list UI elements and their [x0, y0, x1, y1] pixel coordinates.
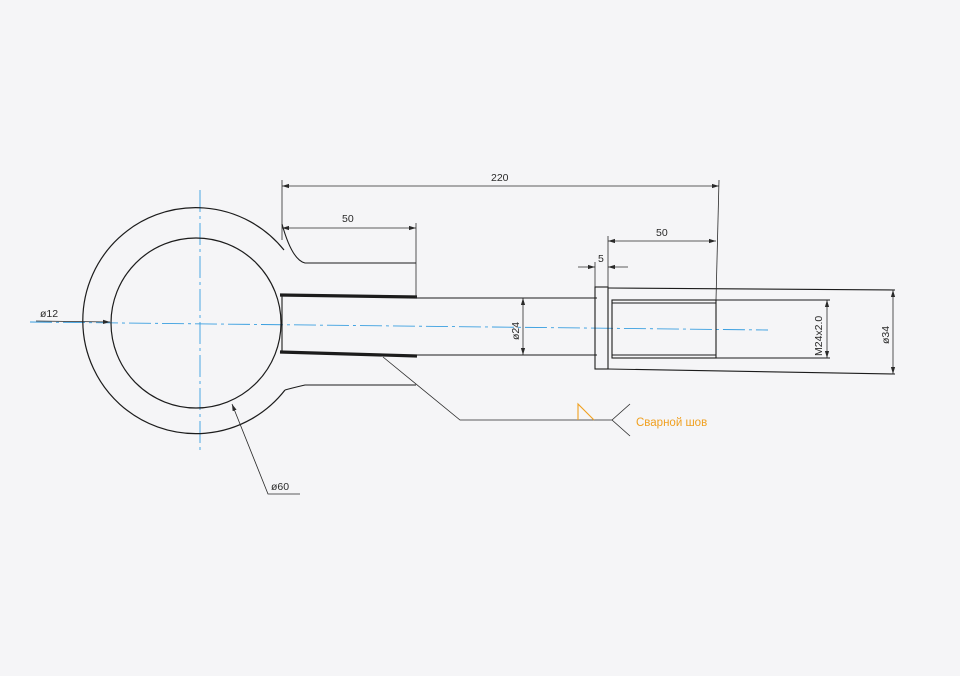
- dim-eye-straight-label: 50: [342, 213, 354, 225]
- dim-overall-label: 220: [491, 172, 509, 184]
- dim-thread-length-label: 50: [656, 227, 668, 239]
- dim-thread-spec-label: M24x2.0: [813, 316, 825, 356]
- dim-hole: [35, 319, 111, 325]
- horizontal-centerline: [29, 321, 769, 331]
- threaded-end: [594, 286, 896, 375]
- shank-lower-transition: [284, 384, 416, 391]
- dim-collar-dia-label: ø34: [880, 326, 892, 344]
- collar: [594, 286, 609, 370]
- leader-hole: [35, 319, 111, 325]
- eye-inner-circle: [110, 237, 282, 409]
- collar-bottom-ext: [607, 368, 896, 375]
- weld-seams: [279, 293, 418, 358]
- dim-eye: [231, 403, 300, 495]
- dim-shank-dia-label: ø24: [510, 322, 522, 340]
- shank-upper-transition: [281, 223, 416, 264]
- collar-top-ext: [607, 287, 896, 291]
- paper-bottom-edge: [0, 676, 960, 697]
- weld-leader: [382, 356, 612, 421]
- thread-outline: [611, 299, 717, 359]
- weld-leader-fork-bottom: [611, 419, 631, 437]
- dim-thread-length: [607, 236, 716, 288]
- dim-collar-label: 5: [598, 253, 604, 265]
- shank: [281, 223, 597, 391]
- leader-eye: [231, 403, 300, 495]
- ext-line-right: [715, 179, 720, 301]
- dim-collar: [578, 262, 628, 287]
- dim-eye-straight: [282, 223, 417, 298]
- weld-callout: [382, 356, 631, 437]
- weld-seam-bottom: [279, 350, 418, 358]
- weld-seam-top: [279, 293, 418, 299]
- weld-label: Сварной шов: [636, 417, 707, 429]
- dim-hole-label: ø12: [40, 308, 58, 320]
- dim-eye-label: ø60: [271, 481, 289, 493]
- weld-symbol: [577, 402, 595, 421]
- weld-leader-fork-top: [611, 403, 631, 421]
